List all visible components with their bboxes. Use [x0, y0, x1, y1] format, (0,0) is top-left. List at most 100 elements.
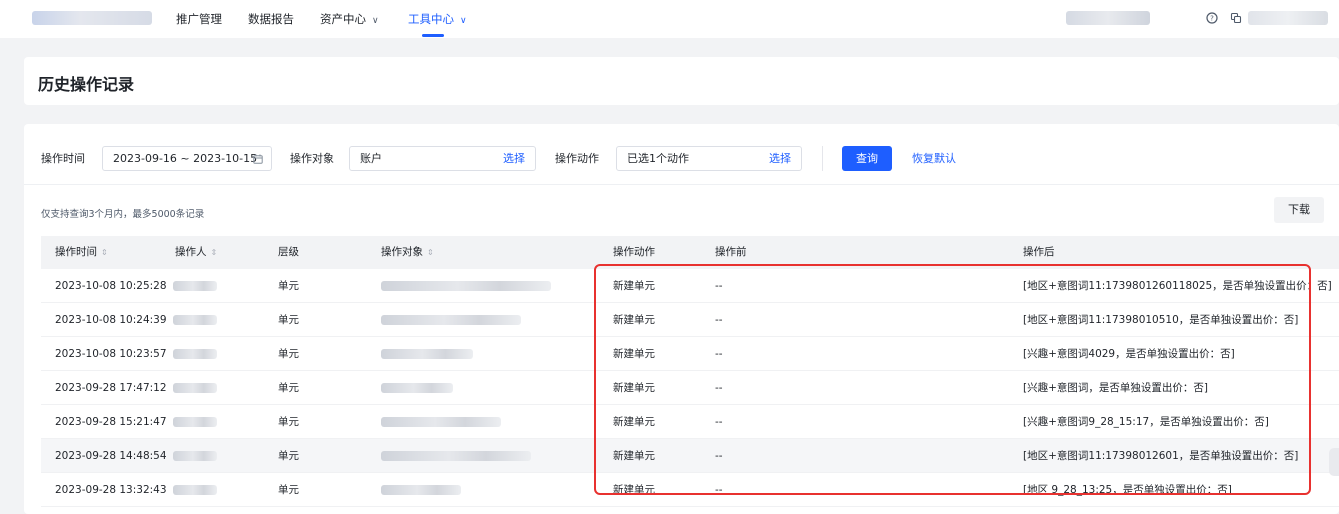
object-redacted	[381, 485, 461, 495]
nav-item-reports[interactable]: 数据报告	[248, 9, 294, 29]
cell-before: --	[715, 348, 723, 360]
object-redacted	[381, 383, 453, 393]
operator-redacted	[173, 451, 217, 461]
date-range-value: 2023-09-16 ~ 2023-10-15	[113, 152, 258, 165]
cell-before: --	[715, 314, 723, 326]
column-header-operator[interactable]: 操作人⇕	[175, 236, 217, 269]
chevron-down-icon: ∨	[460, 16, 467, 26]
cell-before: --	[715, 450, 723, 462]
table-header: 操作时间⇕ 操作人⇕ 层级 操作对象⇕ 操作动作 操作前 操作后	[41, 236, 1339, 269]
time-filter-label: 操作时间	[41, 152, 85, 165]
operator-redacted	[173, 281, 217, 291]
operator-redacted	[173, 485, 217, 495]
sort-icon[interactable]: ⇕	[427, 248, 434, 257]
operator-redacted	[173, 349, 217, 359]
help-icon: ?	[1206, 12, 1218, 24]
column-header-before: 操作前	[715, 246, 747, 258]
cell-after: [地区+意图词11:17398010510，是否单独设置出价：否]	[1023, 314, 1299, 326]
cell-level: 单元	[278, 450, 299, 462]
date-range-picker[interactable]: 2023-09-16 ~ 2023-10-15	[102, 146, 272, 171]
object-select-button[interactable]: 选择	[503, 152, 525, 165]
table-row: 2023-09-28 15:21:47 单元 新建单元 -- [兴趣+意图词9_…	[41, 405, 1339, 439]
action-filter-label: 操作动作	[555, 152, 599, 165]
object-redacted	[381, 349, 473, 359]
calendar-icon	[253, 147, 263, 170]
cell-level: 单元	[278, 382, 299, 394]
cell-after: [地区+意图词11:1739801260118025，是否单独设置出价：否]	[1023, 280, 1332, 292]
account-info[interactable]	[1066, 11, 1150, 25]
cell-action: 新建单元	[613, 382, 655, 394]
cell-time: 2023-09-28 15:21:47	[55, 416, 167, 428]
column-header-after: 操作后	[1023, 246, 1055, 258]
action-select-button[interactable]: 选择	[769, 152, 791, 165]
cell-action: 新建单元	[613, 450, 655, 462]
nav-item-label: 推广管理	[176, 12, 222, 26]
cell-after: [兴趣+意图词，是否单独设置出价：否]	[1023, 382, 1208, 394]
cell-action: 新建单元	[613, 280, 655, 292]
logo[interactable]	[32, 11, 152, 25]
avatar[interactable]	[1248, 11, 1328, 25]
cell-level: 单元	[278, 416, 299, 428]
nav-item-label: 资产中心	[320, 12, 366, 26]
cell-before: --	[715, 382, 723, 394]
download-button[interactable]: 下载	[1274, 197, 1324, 223]
cell-after: [兴趣+意图词9_28_15:17，是否单独设置出价：否]	[1023, 416, 1269, 428]
cell-before: --	[715, 280, 723, 292]
cell-time: 2023-09-28 17:47:12	[55, 382, 167, 394]
cell-level: 单元	[278, 314, 299, 326]
column-header-level: 层级	[278, 246, 299, 258]
cell-time: 2023-10-08 10:24:39	[55, 314, 167, 326]
action-select[interactable]: 已选1个动作 选择	[616, 146, 802, 171]
cell-time: 2023-09-28 13:32:43	[55, 484, 167, 496]
object-select-value: 账户	[360, 152, 382, 165]
table-row: 2023-10-08 10:25:28 单元 新建单元 -- [地区+意图词11…	[41, 269, 1339, 303]
copy-icon	[1230, 12, 1242, 24]
cell-action: 新建单元	[613, 416, 655, 428]
help-icon[interactable]: ?	[1204, 10, 1220, 26]
action-select-value: 已选1个动作	[627, 152, 689, 165]
column-header-time[interactable]: 操作时间⇕	[55, 236, 108, 269]
query-button[interactable]: 查询	[842, 146, 892, 171]
cell-action: 新建单元	[613, 484, 655, 496]
cell-action: 新建单元	[613, 314, 655, 326]
object-redacted	[381, 281, 551, 291]
sort-icon[interactable]: ⇕	[210, 248, 218, 257]
object-filter-label: 操作对象	[290, 152, 334, 165]
cell-before: --	[715, 416, 723, 428]
page-title: 历史操作记录	[38, 75, 135, 94]
cell-level: 单元	[278, 348, 299, 360]
page-header: 历史操作记录	[24, 57, 1339, 105]
nav-item-assets[interactable]: 资产中心 ∨	[320, 9, 379, 29]
reset-defaults-link[interactable]: 恢复默认	[912, 152, 956, 165]
sort-icon[interactable]: ⇕	[101, 248, 108, 257]
nav-item-label: 工具中心	[408, 12, 454, 26]
top-navigation: 推广管理 数据报告 资产中心 ∨ 工具中心 ∨ ?	[0, 0, 1339, 38]
nav-item-promotion[interactable]: 推广管理	[176, 9, 222, 29]
table-body: 2023-10-08 10:25:28 单元 新建单元 -- [地区+意图词11…	[41, 269, 1339, 507]
table-row: 2023-10-08 10:24:39 单元 新建单元 -- [地区+意图词11…	[41, 303, 1339, 337]
column-header-action: 操作动作	[613, 246, 655, 258]
svg-text:?: ?	[1210, 15, 1214, 23]
cell-level: 单元	[278, 484, 299, 496]
cell-time: 2023-10-08 10:23:57	[55, 348, 167, 360]
cell-action: 新建单元	[613, 348, 655, 360]
object-redacted	[381, 451, 531, 461]
operator-redacted	[173, 383, 217, 393]
side-scroll-handle[interactable]	[1329, 448, 1339, 476]
nav-item-tools[interactable]: 工具中心 ∨	[408, 9, 467, 29]
table-row: 2023-09-28 14:48:54 单元 新建单元 -- [地区+意图词11…	[41, 439, 1339, 473]
operator-redacted	[173, 417, 217, 427]
object-select[interactable]: 账户 选择	[349, 146, 536, 171]
chevron-down-icon: ∨	[372, 16, 379, 26]
cell-time: 2023-10-08 10:25:28	[55, 280, 167, 292]
operator-redacted	[173, 315, 217, 325]
table-row: 2023-09-28 17:47:12 单元 新建单元 -- [兴趣+意图词，是…	[41, 371, 1339, 405]
column-header-object[interactable]: 操作对象⇕	[381, 236, 434, 269]
cell-after: [兴趣+意图词4029，是否单独设置出价：否]	[1023, 348, 1235, 360]
cell-level: 单元	[278, 280, 299, 292]
query-limit-note: 仅支持查询3个月内，最多5000条记录	[41, 209, 205, 220]
section-divider	[24, 184, 1339, 185]
cell-time: 2023-09-28 14:48:54	[55, 450, 167, 462]
copy-icon[interactable]	[1228, 10, 1244, 26]
object-redacted	[381, 315, 521, 325]
